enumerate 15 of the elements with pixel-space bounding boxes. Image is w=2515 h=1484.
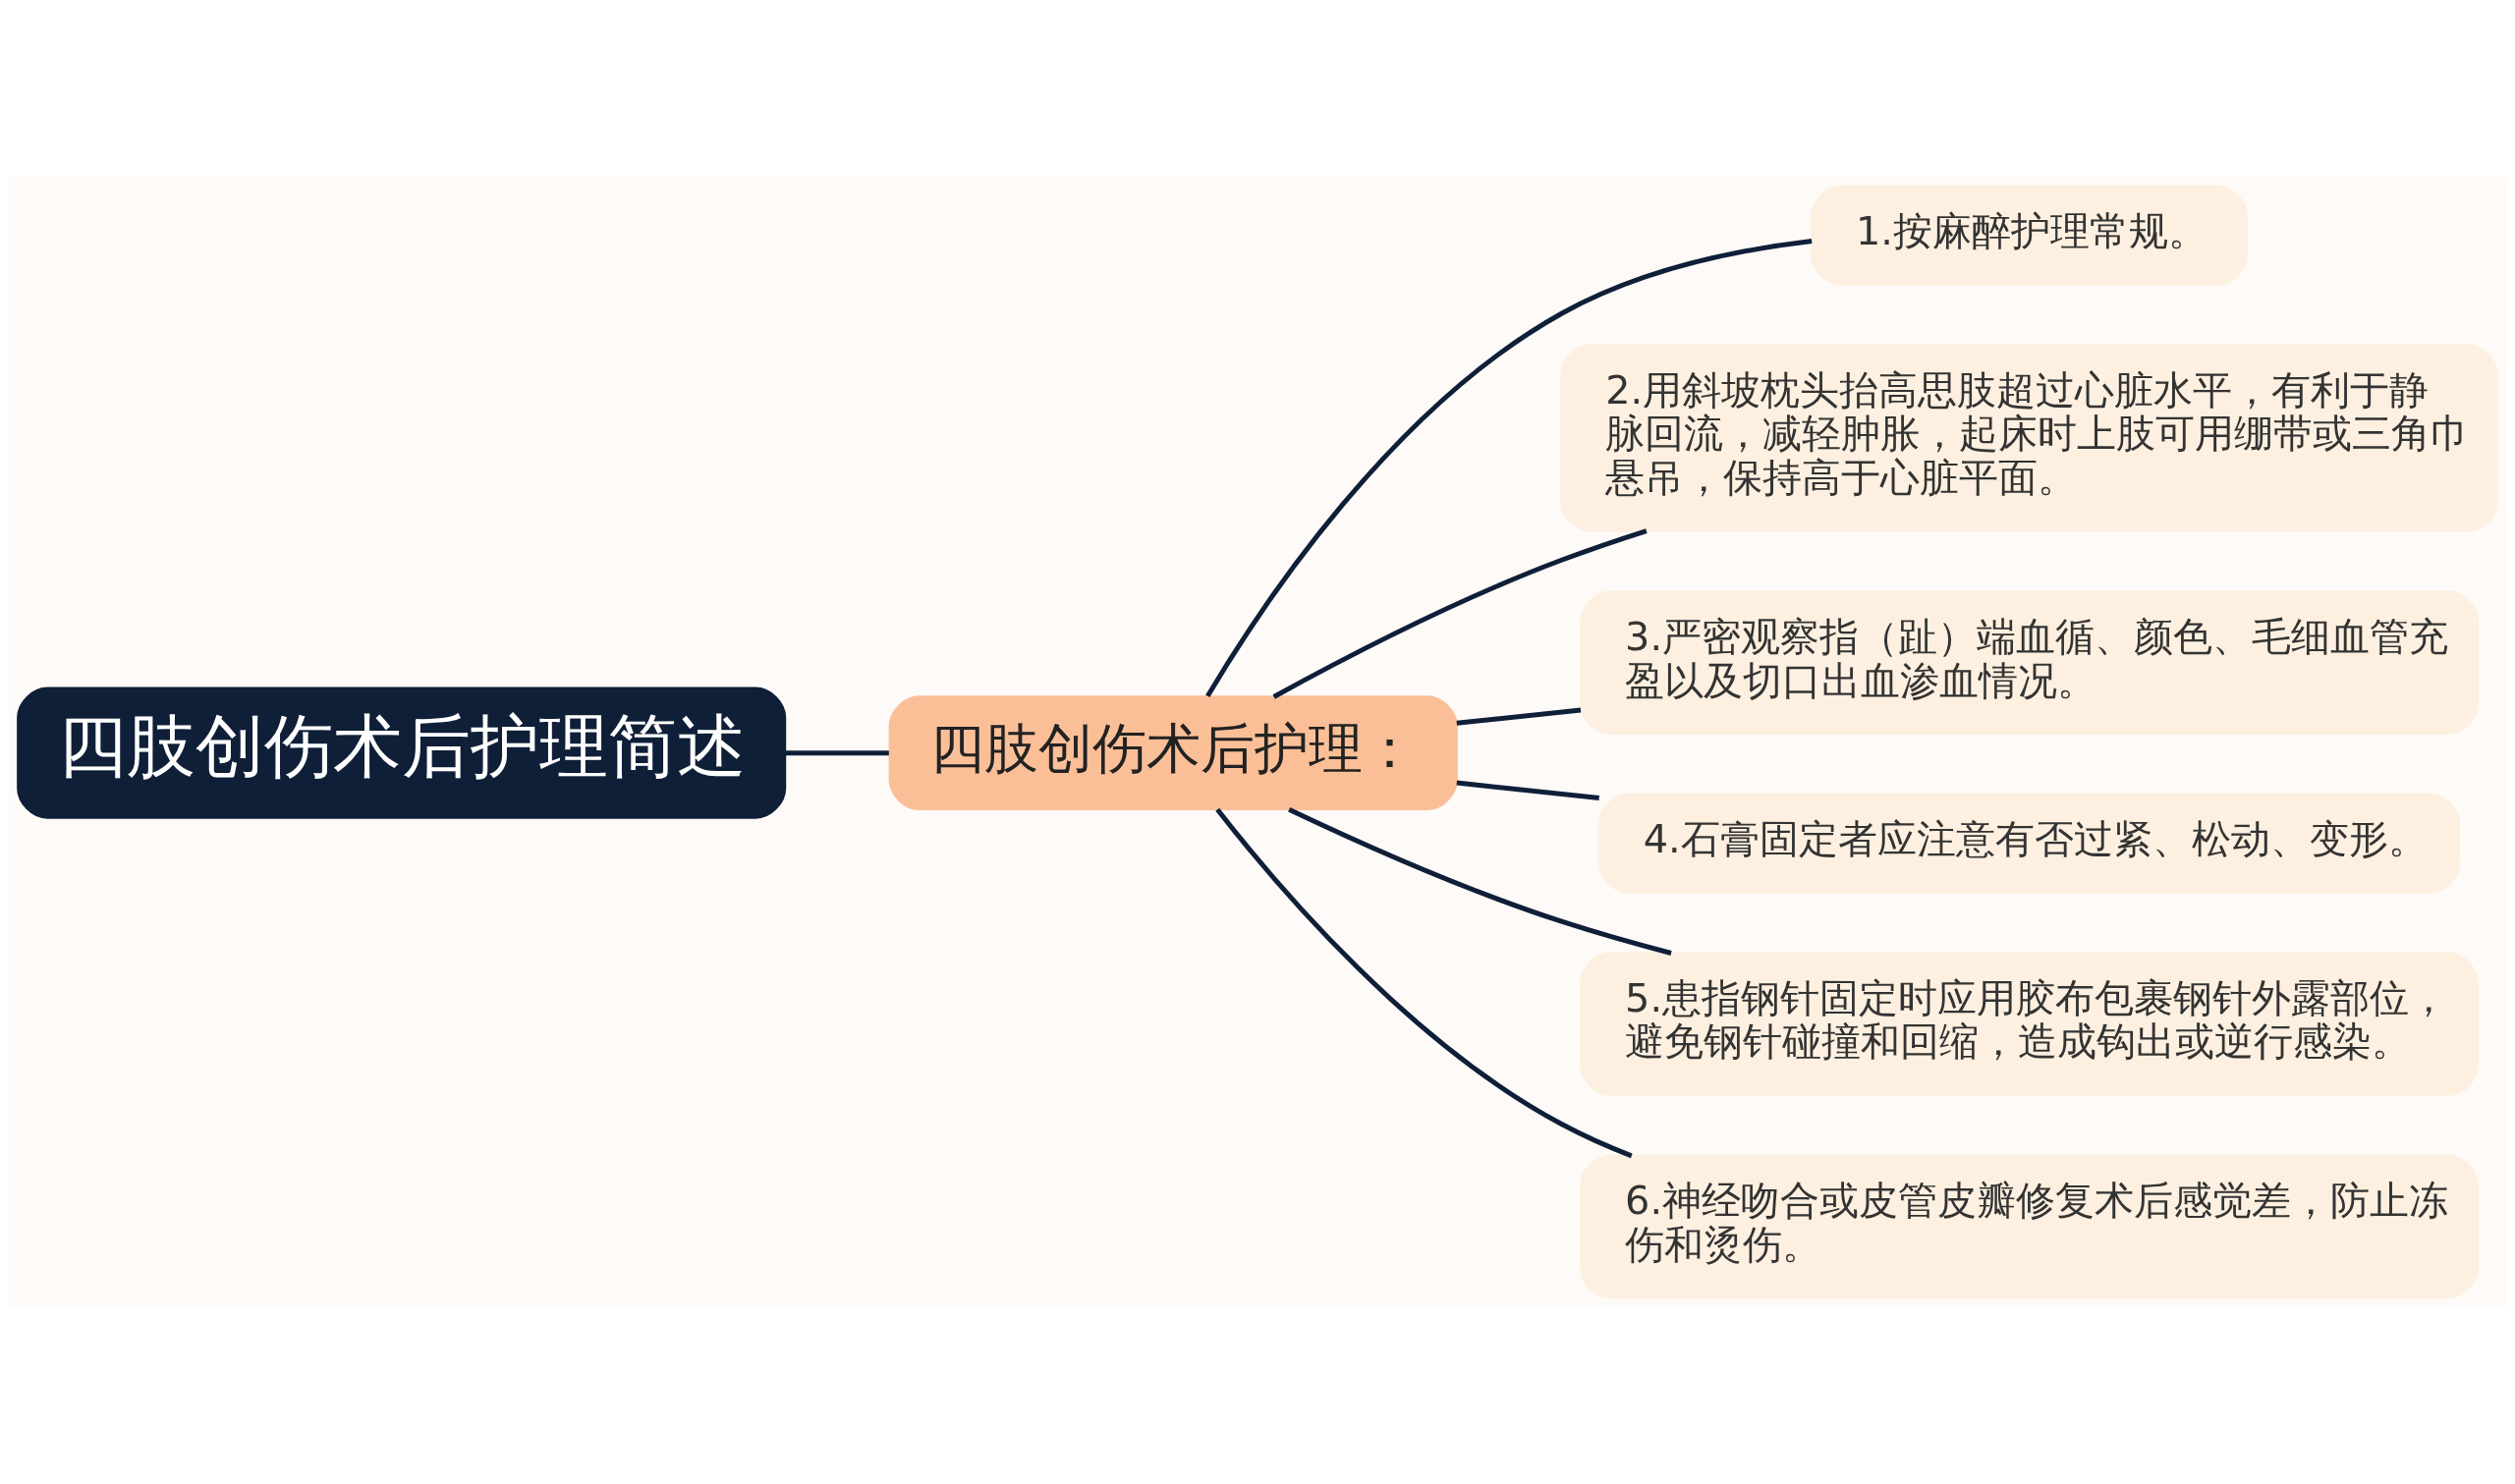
node-box: 1.按麻醉护理常规。 — [1811, 185, 2249, 286]
connector — [1456, 707, 1582, 726]
node-box: 2.用斜坡枕头抬高思肢超过心脏水平，有利于静脉回流，减轻肿胀，起床时上肢可用绷带或三角巾悬吊，保持高于心脏平面。 — [1560, 344, 2498, 532]
node-box: 6.神经吻合或皮管皮瓣修复术后感觉差，防止冻伤和烫伤。 — [1580, 1154, 2479, 1299]
node-box: 四肢创伤术后护理： — [888, 695, 1458, 811]
connector — [785, 750, 889, 756]
connector — [1288, 806, 1672, 956]
connector — [1215, 807, 1633, 1159]
node-box: 3.严密观察指（趾）端血循、颜色、毛细血管充盈以及切口出血渗血情况。 — [1580, 590, 2479, 736]
connector — [1272, 528, 1648, 699]
connector — [1456, 780, 1599, 800]
node-box: 5.患指钢针固定时应用胶布包裹钢针外露部位，避免钢针碰撞和回缩，造成钩出或逆行感染。 — [1580, 952, 2479, 1096]
node-box: 四肢创伤术后护理简述 — [17, 687, 787, 819]
node-box: 4.石膏固定者应注意有否过紧、松动、变形。 — [1597, 793, 2461, 894]
connector — [1205, 238, 1813, 698]
